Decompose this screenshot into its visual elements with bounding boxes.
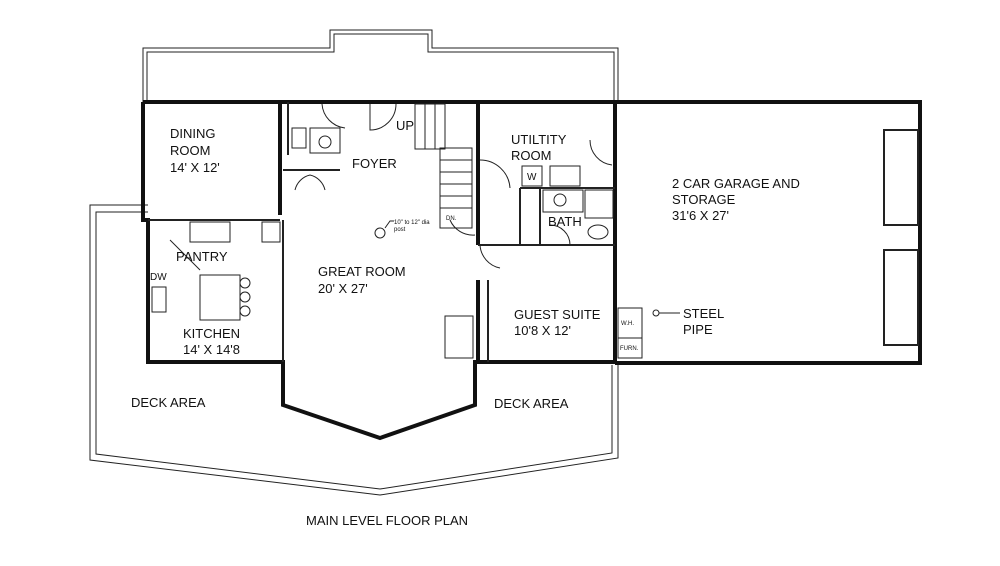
kitchen-sink [151,286,167,313]
shower [584,189,614,219]
deck-left-label: DECK AREA [131,395,206,410]
exterior-walls [141,100,922,441]
garage-door-1 [883,129,919,226]
staircase [414,103,473,229]
vanity [309,127,341,154]
up-label: UP [396,118,414,133]
bath-label: BATH [548,214,582,229]
svg-text:10" to 12" dia: 10" to 12" dia [394,220,430,226]
utility-sink [549,165,581,187]
svg-text:ROOM: ROOM [170,143,210,158]
plan-title: MAIN LEVEL FLOOR PLAN [306,513,468,528]
steel-pipe [652,309,660,317]
post [374,227,386,239]
svg-text:post: post [394,227,406,233]
svg-text:STORAGE: STORAGE [672,192,736,207]
svg-text:W.H.: W.H. [621,321,634,327]
svg-text:14' X 14'8: 14' X 14'8 [183,342,240,357]
fireplace [444,315,474,359]
dining-label: DINING [170,126,216,141]
utility-label: UTILTITY [511,132,567,147]
interior-walls [148,102,617,363]
deck-outline [89,204,619,496]
kitchen-island [199,274,241,321]
deck-right-label: DECK AREA [494,396,569,411]
steel-pipe-label: STEEL [683,306,724,321]
garage-door-2 [883,249,919,346]
furnace [617,337,643,359]
svg-text:ROOM: ROOM [511,148,551,163]
svg-text:31'6 X 27': 31'6 X 27' [672,208,729,223]
guest-suite-label: GUEST SUITE [514,307,601,322]
labels: DINING ROOM 14' X 12' FOYER UTILTITY ROO… [131,118,800,528]
svg-text:FURN.: FURN. [620,346,639,352]
toilet [291,127,307,149]
front-porch [142,29,619,102]
svg-text:20' X 27': 20' X 27' [318,281,368,296]
svg-text:DW: DW [150,272,167,283]
pantry-label: PANTRY [176,249,228,264]
great-room-label: GREAT ROOM [318,264,406,279]
svg-text:14' X 12': 14' X 12' [170,160,220,175]
svg-text:PIPE: PIPE [683,322,713,337]
svg-text:10'8 X 12': 10'8 X 12' [514,323,571,338]
bath-vanity [542,189,584,213]
counter-top [189,221,231,243]
garage-label: 2 CAR GARAGE AND [672,176,800,191]
kitchen-label: KITCHEN [183,326,240,341]
foyer-label: FOYER [352,156,397,171]
washer [521,165,543,187]
fixtures [151,127,919,359]
svg-text:DN.: DN. [446,216,457,222]
bath-toilet [587,224,609,240]
svg-text:W: W [527,172,537,183]
doors [169,103,613,271]
